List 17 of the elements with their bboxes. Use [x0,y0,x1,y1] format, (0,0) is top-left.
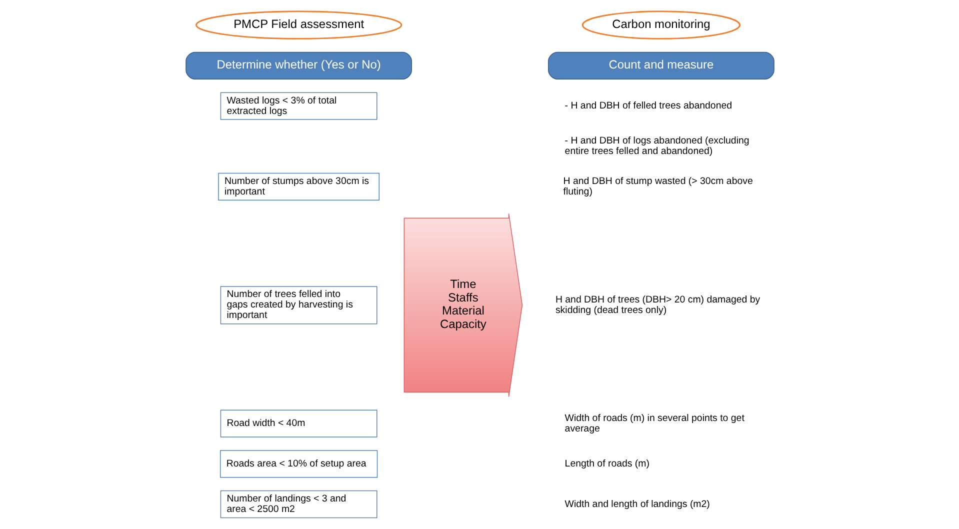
node-ellipse: PMCP Field assessment [194,10,402,40]
node-box: Number of trees felled into gaps created by harvesting is important [220,286,377,324]
label: H and DBH of trees (DBH> 20 cm) damaged by skidding (dead trees only) [554,294,760,316]
node-box: Roads area < 10% of setup area [219,450,378,478]
node-box: Road width < 40m [220,410,377,438]
node-ellipse: Carbon monitoring [581,10,740,40]
node-box: Wasted logs < 3% of total extracted logs [220,92,377,120]
label: Width of roads (m) in several points to get average [564,412,744,434]
node-box: Count and measure [548,52,774,80]
label: H and DBH of stump wasted (> 30cm above fluting) [562,176,752,198]
node-box: Number of stumps above 30cm is important [218,172,379,201]
node-box: Number of landings < 3 and area < 2500 m2 [220,490,377,518]
label: Width and length of landings (m2) [564,498,710,510]
label: - H and DBH of felled trees abandoned [564,100,732,112]
node-box: Determine whether (Yes or No) [185,52,412,80]
label: - H and DBH of logs abandoned (excluding entire trees felled and abandoned) [564,136,749,158]
label: Length of roads (m) [564,458,649,470]
